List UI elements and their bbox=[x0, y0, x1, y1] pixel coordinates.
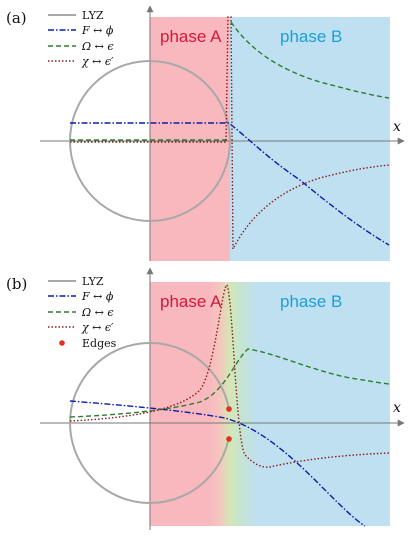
legend: LYZ F ↔ ϕ Ω ↔ ϵ χ ↔ ϵ′ bbox=[48, 9, 114, 68]
phase-b-label: phase B bbox=[280, 27, 342, 46]
f-curve bbox=[69, 400, 366, 527]
legend: LYZ F ↔ ϕ Ω ↔ ϵ χ ↔ ϵ′ Edges bbox=[48, 275, 117, 350]
phase-a-label: phase A bbox=[160, 27, 222, 46]
lyz-circle bbox=[69, 60, 231, 222]
legend-label-lyz: LYZ bbox=[82, 9, 104, 22]
panel-label: (a) bbox=[6, 9, 27, 27]
edge-point-lower bbox=[226, 436, 232, 442]
legend-label-omega: Ω ↔ ϵ bbox=[81, 306, 114, 319]
panel-b: (b) x phase A phase B LYZ F ↔ ϕ Ω ↔ ϵ χ … bbox=[6, 267, 405, 530]
lyz-arc bbox=[69, 342, 230, 504]
f-curve bbox=[70, 122, 390, 246]
chi-curve bbox=[70, 16, 390, 250]
phase-b-region bbox=[257, 282, 390, 526]
x-axis-label: x bbox=[393, 119, 401, 135]
panel-label: (b) bbox=[6, 275, 27, 293]
phase-a-label: phase A bbox=[160, 292, 222, 311]
x-axis-label: x bbox=[393, 400, 401, 416]
legend-label-f: F ↔ ϕ bbox=[81, 24, 114, 37]
edge-point-upper bbox=[226, 406, 232, 412]
phase-a-region bbox=[150, 17, 230, 261]
chi-curve bbox=[69, 284, 390, 468]
phase-a-region bbox=[150, 282, 210, 526]
phase-b-region bbox=[230, 17, 390, 261]
legend-label-chi: χ ↔ ϵ′ bbox=[81, 321, 114, 334]
legend-label-f: F ↔ ϕ bbox=[81, 290, 114, 303]
phase-b-label: phase B bbox=[280, 292, 342, 311]
panel-a: (a) x phase A phase B LYZ F ↔ ϕ Ω ↔ ϵ χ … bbox=[6, 5, 405, 261]
legend-label-lyz: LYZ bbox=[82, 275, 104, 288]
legend-marker-edges bbox=[59, 340, 65, 346]
legend-label-omega: Ω ↔ ϵ bbox=[81, 40, 114, 53]
legend-label-edges: Edges bbox=[82, 337, 117, 350]
omega-curve bbox=[70, 21, 390, 141]
transition-region bbox=[208, 282, 258, 526]
legend-label-chi: χ ↔ ϵ′ bbox=[81, 55, 114, 68]
